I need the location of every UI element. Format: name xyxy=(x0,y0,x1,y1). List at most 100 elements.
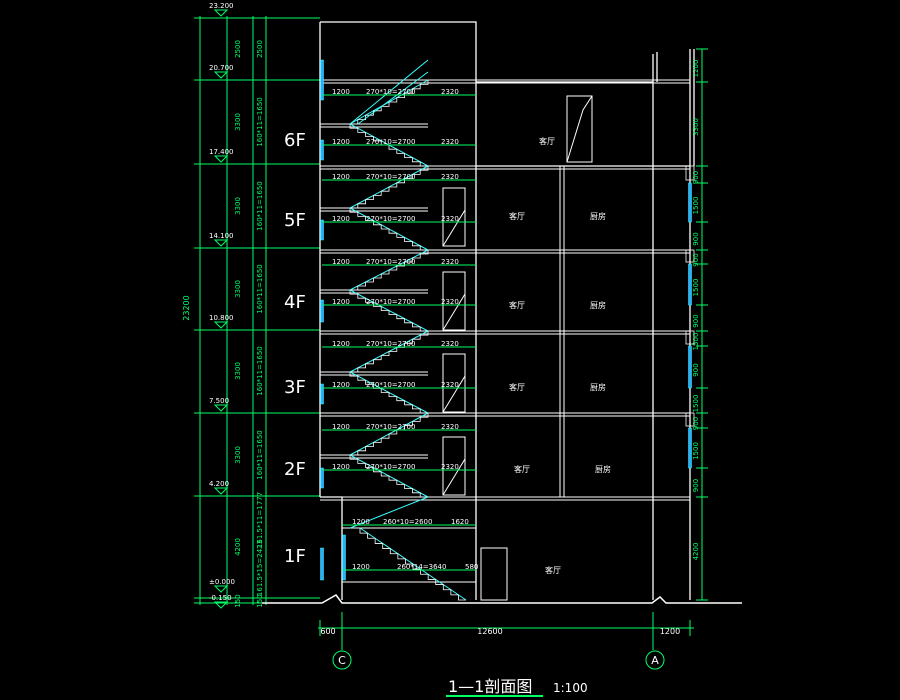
stair-top-1 xyxy=(357,71,429,125)
bottom-dim-2: 12600 xyxy=(477,627,502,636)
stair-window-3 xyxy=(320,383,324,405)
interior-walls xyxy=(559,95,593,497)
floor-labels: 6F 5F 4F 3F 2F 1F xyxy=(284,130,306,567)
landing-dim-5: 1200 xyxy=(332,298,350,306)
right-dim-3: 1500 xyxy=(692,197,700,215)
stair-steps-9 xyxy=(349,455,428,498)
flight-dim-1f-upper: 260*10=2600 xyxy=(383,518,432,526)
right-dim-0: 1200 xyxy=(692,60,700,78)
hall-dim-1f-lower: 580 xyxy=(465,563,478,571)
elevation-marker xyxy=(213,9,229,17)
axis-bubbles xyxy=(332,650,665,670)
landing-dim-8: 1200 xyxy=(332,423,350,431)
elevation-marker xyxy=(213,239,229,247)
landing-dim-1f-upper: 1200 xyxy=(352,518,370,526)
stair-steps-1f xyxy=(359,528,466,601)
elevation-labels: 23.20020.70017.40014.10010.8007.5004.200… xyxy=(209,2,235,609)
hall-dim-4: 2320 xyxy=(441,258,459,266)
door-swing-3 xyxy=(442,458,466,496)
stair-string-1f-a xyxy=(349,496,429,529)
hall-dim-7: 2320 xyxy=(441,381,459,389)
left-outer-dim-6: 4200 xyxy=(234,538,242,556)
drawing-title: 1—1剖面图 xyxy=(448,677,532,696)
room-living-0: 客厅 xyxy=(509,211,525,221)
stair-steps-3 xyxy=(349,208,428,251)
stair-window-5 xyxy=(320,547,324,581)
building-outline xyxy=(319,21,695,600)
window-sill-2 xyxy=(685,330,695,345)
right-dimension-labels: 1200330090015009009001500900150090015009… xyxy=(692,60,700,561)
room-living-1: 客厅 xyxy=(509,300,525,310)
stair-steps-5 xyxy=(349,290,428,332)
hall-dim-3: 2320 xyxy=(441,215,459,223)
right-dim-1: 3300 xyxy=(692,118,700,136)
bottom-dimension-lines xyxy=(318,612,694,650)
landing-dim-9: 1200 xyxy=(332,463,350,471)
room-living-2: 客厅 xyxy=(509,382,525,392)
right-dim-14: 4200 xyxy=(692,543,700,561)
floor-label-5F: 5F xyxy=(284,210,306,231)
left-inner-dim-1: 160*11=1650 xyxy=(256,97,264,146)
flight-dim-6: 270*10=2700 xyxy=(366,340,415,348)
left-inner-dim-5: 160*11=1650 xyxy=(256,430,264,479)
hall-dim-2: 2320 xyxy=(441,173,459,181)
door-2 xyxy=(442,353,466,413)
elevation-marker xyxy=(213,321,229,329)
facade-window-1 xyxy=(688,263,692,306)
flight-dim-5: 270*10=2700 xyxy=(366,298,415,306)
window-sill-1 xyxy=(685,249,695,263)
flight-dim-4: 270*10=2700 xyxy=(366,258,415,266)
floor-label-6F: 6F xyxy=(284,130,306,151)
hall-dim-9: 2320 xyxy=(441,463,459,471)
floor-label-1F: 1F xyxy=(284,546,306,567)
left-inner-dim-7: 161.5*15=2423 xyxy=(256,540,264,596)
stair-steps-4 xyxy=(350,250,429,291)
landing-dim-1f-lower: 1200 xyxy=(352,563,370,571)
stair-dimension-labels: 1200 270*10=2700 2320 1200 270*10=2700 2320 12… xyxy=(332,88,478,571)
floor-label-3F: 3F xyxy=(284,377,306,398)
landing-dim-0: 1200 xyxy=(332,88,350,96)
stair-steps-7 xyxy=(349,372,428,414)
axis-c-label: C xyxy=(338,654,346,667)
hall-dim-5: 2320 xyxy=(441,298,459,306)
elevation-0: 23.200 xyxy=(209,2,234,10)
hall-dim-8: 2320 xyxy=(441,423,459,431)
room-living-6f: 客厅 xyxy=(539,136,555,146)
flight-dim-1: 270*10=2700 xyxy=(366,138,415,146)
right-dim-6: 1500 xyxy=(692,279,700,297)
right-dimension-lines xyxy=(696,48,708,601)
right-dim-11: 900 xyxy=(692,417,700,430)
stair-top-0 xyxy=(349,59,429,125)
stair-steps-8 xyxy=(350,413,429,456)
room-labels: 客厅客厅厨房客厅厨房客厅厨房客厅厨房客厅 xyxy=(509,136,611,575)
door-swing-2 xyxy=(442,375,466,413)
entry-door xyxy=(480,547,508,601)
room-kitchen-0: 厨房 xyxy=(590,211,606,221)
left-inner-dim-0: 2500 xyxy=(256,40,264,58)
right-dim-12: 1500 xyxy=(692,442,700,460)
room-living-1f: 客厅 xyxy=(545,565,561,575)
elevation-marker xyxy=(213,404,229,412)
flight-dim-8: 270*10=2700 xyxy=(366,423,415,431)
elevation-1: 20.700 xyxy=(209,64,234,72)
stair-steps-2 xyxy=(350,166,429,209)
landing-dim-1: 1200 xyxy=(332,138,350,146)
stair-window-1 xyxy=(320,219,324,241)
floor-label-2F: 2F xyxy=(284,459,306,480)
left-inner-dim-8: 150 xyxy=(256,594,264,607)
left-inner-dim-6: 161.5*11=1777 xyxy=(256,492,264,548)
landing-dim-4: 1200 xyxy=(332,258,350,266)
bottom-dim-1: 600 xyxy=(320,627,335,636)
floor-label-4F: 4F xyxy=(284,292,306,313)
floor-slabs xyxy=(320,79,690,583)
room-kitchen-2: 厨房 xyxy=(590,382,606,392)
stair-window-0 xyxy=(320,139,324,161)
left-outer-dim-0: 2500 xyxy=(234,40,242,58)
drawing-scale: 1:100 xyxy=(553,681,588,695)
left-inner-dim-4: 160*11=1650 xyxy=(256,346,264,395)
facade-window-0 xyxy=(688,182,692,223)
flight-dim-0: 270*10=2700 xyxy=(366,88,415,96)
right-dim-4: 900 xyxy=(692,232,700,245)
flight-dim-3: 270*10=2700 xyxy=(366,215,415,223)
